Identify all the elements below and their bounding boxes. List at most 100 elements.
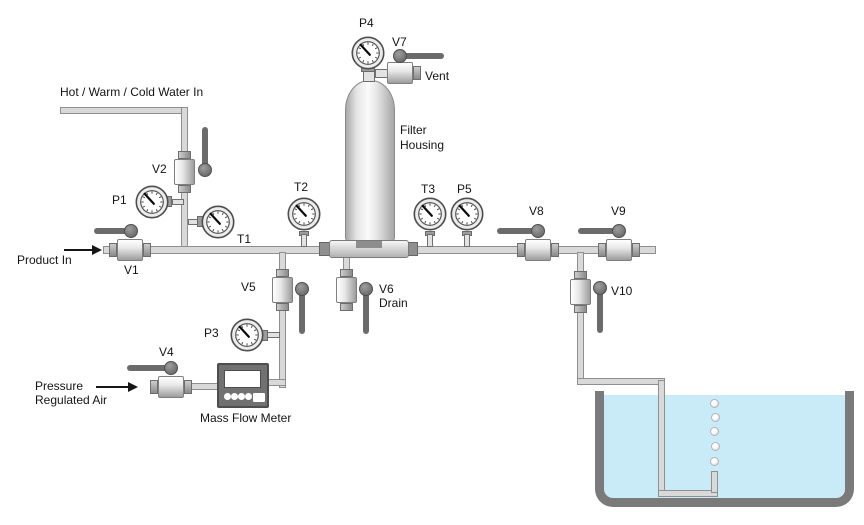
valve-v10-knob: [593, 281, 607, 295]
valve-v2-body: [174, 159, 195, 185]
valve-v6-body: [336, 277, 357, 303]
filter-housing-base-plate: [356, 241, 382, 248]
gauge-p3: [230, 318, 264, 352]
gauge-t3-stem: [427, 234, 433, 247]
valve-v6-handle: [363, 289, 369, 334]
valve-v2-cap-top: [178, 151, 191, 159]
valve-v10-body: [570, 279, 591, 305]
valve-v8-body: [525, 239, 551, 261]
air-in-arrow-head: [128, 382, 138, 392]
valve-v1-knob: [124, 224, 138, 238]
bubble: [710, 457, 719, 466]
valve-v5-cap-top: [276, 269, 289, 277]
valve-v1-handle: [94, 228, 132, 234]
gauge-t1-label: T1: [237, 232, 252, 246]
gauge-p4: [351, 36, 385, 70]
valve-v4-knob: [164, 361, 178, 375]
valve-v6-label: V6: [379, 282, 394, 296]
valve-v6-cap-bottom: [340, 303, 353, 311]
valve-v2-cap-bottom: [178, 185, 191, 193]
gauge-p5-label: P5: [457, 182, 472, 196]
mass-flow-meter: [217, 363, 269, 408]
valve-v7-cap-right: [413, 66, 421, 80]
valve-v4-cap-left: [150, 380, 158, 394]
valve-v10-cap-top: [574, 271, 587, 279]
pipe-tank-outlet-stub: [711, 471, 718, 493]
valve-v7-body: [387, 62, 413, 84]
valve-v1-cap-left: [109, 243, 117, 257]
pressure-air-label-line2: Regulated Air: [35, 393, 108, 407]
product-in-label: Product In: [17, 253, 72, 267]
gauge-t1: [201, 205, 235, 239]
gauge-p3-label: P3: [204, 326, 219, 340]
valve-v1-label: V1: [124, 263, 139, 277]
valve-v7-knob: [393, 49, 407, 63]
valve-v9-cap-left: [598, 243, 606, 257]
valve-v2-handle: [202, 127, 208, 169]
valve-v4-handle: [127, 365, 171, 371]
valve-v5-handle: [299, 289, 305, 334]
product-in-arrow-line: [64, 249, 93, 251]
valve-v2-label: V2: [152, 162, 167, 176]
valve-v2-knob: [198, 163, 212, 177]
filter-housing-neck: [363, 71, 375, 82]
gauge-p1-label: P1: [112, 193, 127, 207]
mass-flow-meter-key: [253, 393, 265, 402]
valve-v5-cap-bottom: [276, 303, 289, 311]
valve-v8-label: V8: [529, 204, 544, 218]
filter-housing-vessel: [345, 80, 395, 241]
gauge-p5: [450, 197, 484, 231]
pipe-tank-branch-lower: [577, 311, 584, 383]
gauge-t2: [287, 197, 321, 231]
valve-v10-handle: [597, 288, 603, 333]
valve-v8-knob: [531, 224, 545, 238]
tank-walls: [595, 391, 854, 507]
gauge-p5-stem: [464, 234, 470, 247]
mass-flow-meter-button: [238, 393, 245, 400]
valve-v6-knob: [359, 282, 373, 296]
pressure-air-label-line1: Pressure: [35, 379, 84, 393]
bubble: [710, 427, 719, 436]
mass-flow-meter-display: [224, 370, 261, 388]
valve-v9-label: V9: [611, 204, 626, 218]
valve-v7-handle: [400, 53, 444, 59]
valve-v8-cap-right: [551, 243, 559, 257]
valve-v10-label: V10: [611, 284, 633, 298]
valve-v9-handle: [578, 228, 620, 234]
valve-v4-cap-right: [184, 380, 192, 394]
valve-v10-cap-bottom: [574, 305, 587, 313]
gauge-t3-label: T3: [421, 182, 436, 196]
product-in-arrow-head: [92, 245, 102, 255]
tank-water: [603, 395, 845, 499]
valve-v9-body: [606, 239, 632, 261]
valve-v8-cap-left: [517, 243, 525, 257]
drain-label: Drain: [379, 296, 408, 310]
valve-v4-label: V4: [159, 345, 174, 359]
valve-v9-cap-right: [632, 243, 640, 257]
gauge-p1: [135, 185, 169, 219]
valve-v6-cap-top: [340, 269, 353, 277]
filter-housing-base: [329, 240, 409, 258]
valve-v1-cap-right: [143, 243, 151, 257]
pipe-v4-to-meter: [190, 383, 220, 390]
mass-flow-meter-button: [245, 393, 252, 400]
filter-housing-label-line2: Housing: [400, 138, 445, 152]
pipe-tank-bottom-run: [658, 490, 718, 497]
gauge-t3: [413, 197, 447, 231]
valve-v9-knob: [612, 224, 626, 238]
water-inlet-label: Hot / Warm / Cold Water In: [60, 85, 204, 99]
gauge-p1-stem: [172, 199, 184, 205]
vent-label: Vent: [425, 69, 450, 83]
pipe-water-inlet-horizontal: [60, 107, 188, 114]
mass-flow-meter-button: [231, 393, 238, 400]
valve-v5-body: [272, 277, 293, 303]
valve-v5-knob: [295, 282, 309, 296]
filter-housing-label-line1: Filter: [400, 123, 427, 137]
valve-v7-label: V7: [392, 35, 407, 49]
valve-v8-handle: [497, 228, 539, 234]
mass-flow-meter-button: [224, 393, 231, 400]
bubble: [711, 442, 720, 451]
bubble: [710, 399, 719, 408]
valve-v1-body: [117, 239, 143, 261]
pipe-tank-elbow: [577, 378, 665, 385]
